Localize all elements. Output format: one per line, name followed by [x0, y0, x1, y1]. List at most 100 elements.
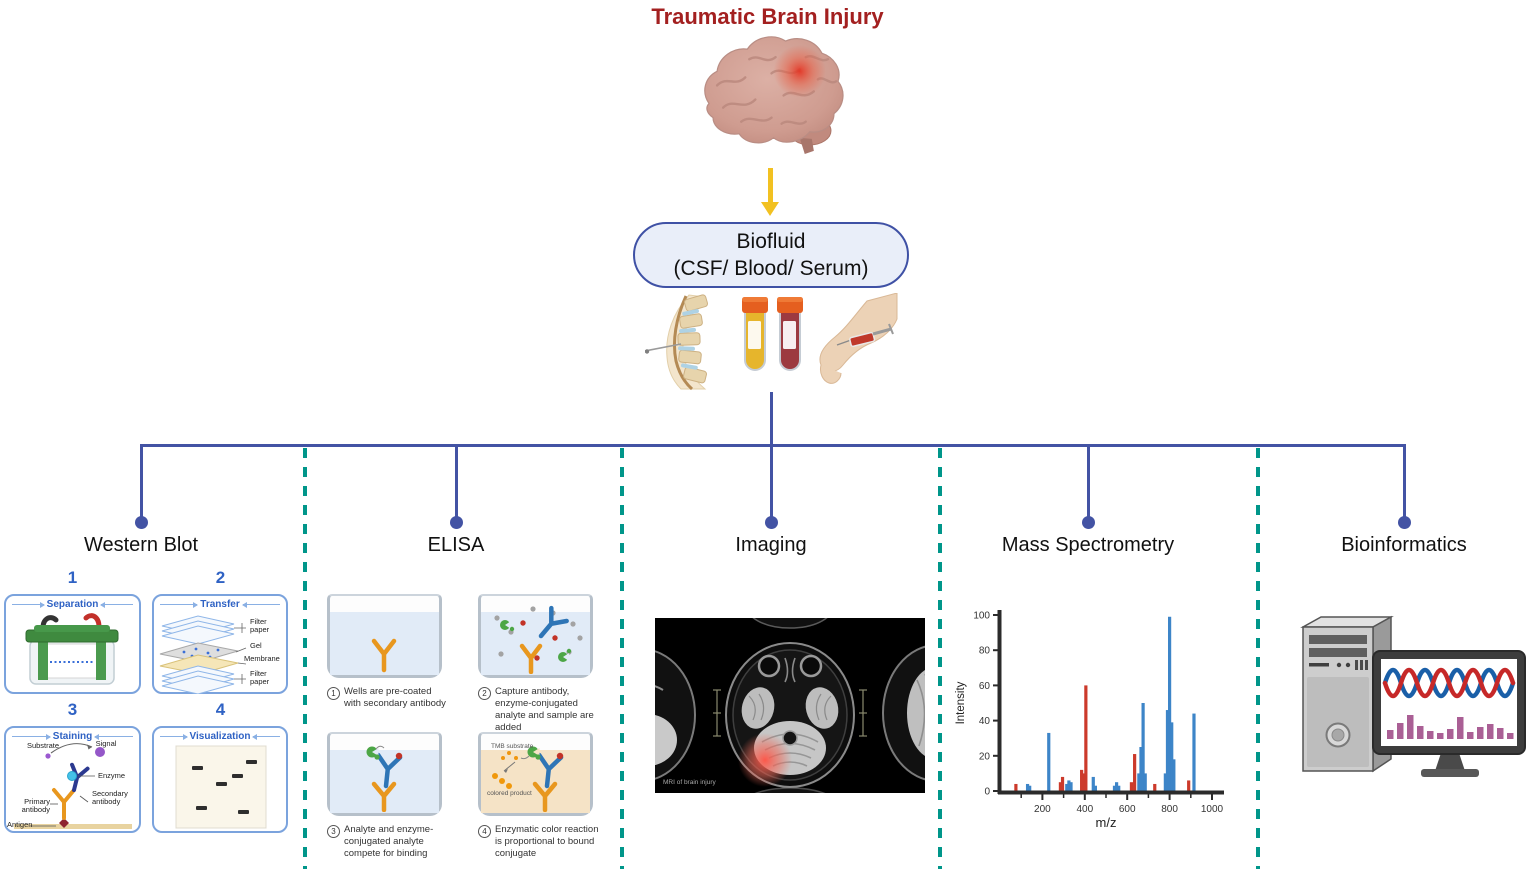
staining-label-antigen: Antigen: [7, 820, 33, 829]
tree-horizontal-line: [141, 444, 1405, 447]
well1-contents: [371, 638, 397, 673]
tree-node-dot-5: [1398, 516, 1411, 529]
branch-label-mass-spectrometry: Mass Spectrometry: [1001, 534, 1175, 556]
tree-node-dot-1: [135, 516, 148, 529]
well2-contents: [494, 605, 583, 674]
svg-text:100: 100: [973, 611, 990, 622]
wb-step3-number: 3: [67, 700, 78, 719]
svg-text:800: 800: [1161, 804, 1178, 815]
tree-drop-3: [770, 444, 773, 518]
gel-tank-icon: [25, 613, 119, 685]
elisa-well-3: [327, 732, 442, 816]
staining-label-enzyme: Enzyme: [98, 771, 126, 780]
wb-panel3-title: Staining: [52, 731, 93, 742]
wb-panel-staining: Staining Substrate Signal Enzyme Primary…: [4, 726, 141, 833]
down-arrow-head-icon: [761, 202, 779, 216]
wb-step4-number: 4: [215, 700, 226, 719]
well4-product-label: colored product: [487, 790, 532, 797]
well4-contents: [492, 746, 564, 812]
staining-diagram-icon: [14, 743, 132, 829]
elisa-caption-3: 3 Analyte and enzyme-conjugated analyte …: [327, 824, 449, 860]
svg-text:600: 600: [1119, 804, 1136, 815]
tree-drop-4: [1087, 444, 1090, 518]
down-arrow-icon: [768, 168, 773, 202]
elisa-step4-text: Enzymatic color reaction is proportional…: [495, 824, 599, 860]
wb-step2-number: 2: [215, 568, 226, 587]
wb-panel4-title: Visualization: [189, 731, 251, 742]
svg-text:20: 20: [979, 751, 991, 762]
arm-syringe-icon: [819, 293, 898, 384]
branch-label-western-blot: Western Blot: [83, 534, 199, 556]
blot-result-icon: [175, 745, 267, 829]
biofluid-icons: [645, 293, 898, 391]
elisa-step1-badge: 1: [327, 687, 340, 700]
elisa-well-1: [327, 594, 442, 678]
wb-panel2-title: Transfer: [200, 599, 240, 610]
svg-text:1000: 1000: [1201, 804, 1224, 815]
injury-spot: [773, 45, 826, 98]
mri-right-slice: [882, 645, 925, 781]
well3-contents: [366, 745, 403, 812]
elisa-step3-badge: 3: [327, 825, 340, 838]
wb-panel-visualization: Visualization: [152, 726, 288, 833]
computer-tower-icon: [1300, 615, 1394, 773]
tree-main-stem: [770, 392, 773, 444]
svg-text:60: 60: [979, 681, 991, 692]
elisa-step2-text: Capture antibody, enzyme-conjugated anal…: [495, 686, 594, 734]
mri-scale-marker-right: [859, 689, 867, 737]
wb-step1-number: 1: [67, 568, 78, 587]
tree-drop-1: [140, 444, 143, 518]
branch-label-imaging: Imaging: [735, 534, 807, 556]
tree-drop-2: [455, 444, 458, 518]
genomics-bar-chart-icon: [1387, 715, 1514, 739]
biofluid-line1: Biofluid: [736, 229, 806, 253]
separator-2: [620, 448, 624, 869]
biofluid-line2: (CSF/ Blood/ Serum): [673, 257, 869, 280]
brain-icon: [704, 36, 844, 154]
transfer-label-membrane: Membrane: [244, 654, 280, 663]
mri-scan-image: [655, 618, 925, 793]
tree-drop-5: [1403, 444, 1406, 518]
branch-label-elisa: ELISA: [427, 534, 485, 556]
well4-substrate-label: TMB substrate: [491, 743, 534, 750]
transfer-label-filter-bottom: Filter paper: [250, 669, 270, 687]
elisa-well-4: TMB substrate colored product: [478, 732, 593, 816]
elisa-step3-text: Analyte and enzyme-conjugated analyte co…: [344, 824, 434, 860]
svg-text:0: 0: [984, 787, 990, 798]
separator-4: [1256, 448, 1260, 869]
elisa-well-2: [478, 594, 593, 678]
transfer-stack-icon: [159, 615, 247, 694]
tree-node-dot-4: [1082, 516, 1095, 529]
serum-tube-icon: [742, 297, 768, 371]
mri-center-slice: [725, 642, 855, 788]
monitor-icon: [1372, 650, 1526, 777]
mri-left-slice: [655, 650, 696, 780]
separator-1: [303, 448, 307, 869]
svg-text:80: 80: [979, 646, 991, 657]
wb-panel1-title: Separation: [46, 599, 99, 610]
svg-text:m/z: m/z: [1096, 815, 1117, 830]
mass-spec-chart: 0 20 40 60 80 100 200 400 600 800 1000 m/z Intensity: [955, 610, 1224, 830]
elisa-caption-1: 1 Wells are pre-coated with secondary an…: [327, 686, 447, 710]
staining-label-substrate: Substrate: [26, 741, 60, 750]
svg-text:Intensity: Intensity: [955, 681, 967, 724]
transfer-label-gel: Gel: [250, 641, 262, 650]
wb-panel-separation: Separation: [4, 594, 141, 694]
elisa-step4-badge: 4: [478, 825, 491, 838]
transfer-label-filter-top: Filter paper: [250, 617, 270, 635]
mri-caption: MRI of brain injury: [663, 779, 716, 786]
mri-scale-marker-left: [713, 689, 721, 737]
elisa-step1-text: Wells are pre-coated with secondary anti…: [344, 686, 446, 710]
svg-text:200: 200: [1034, 804, 1051, 815]
branch-label-bioinformatics: Bioinformatics: [1341, 534, 1467, 556]
figure-title: Traumatic Brain Injury: [651, 4, 884, 29]
tree-node-dot-3: [765, 516, 778, 529]
biofluid-box: Biofluid (CSF/ Blood/ Serum): [633, 222, 909, 288]
bioinformatics-computer-icon: [1300, 615, 1526, 777]
separator-3: [938, 448, 942, 869]
svg-text:400: 400: [1076, 804, 1093, 815]
staining-label-primary: Primary antibody: [21, 797, 50, 815]
svg-text:40: 40: [979, 716, 991, 727]
blood-tube-icon: [777, 297, 803, 371]
